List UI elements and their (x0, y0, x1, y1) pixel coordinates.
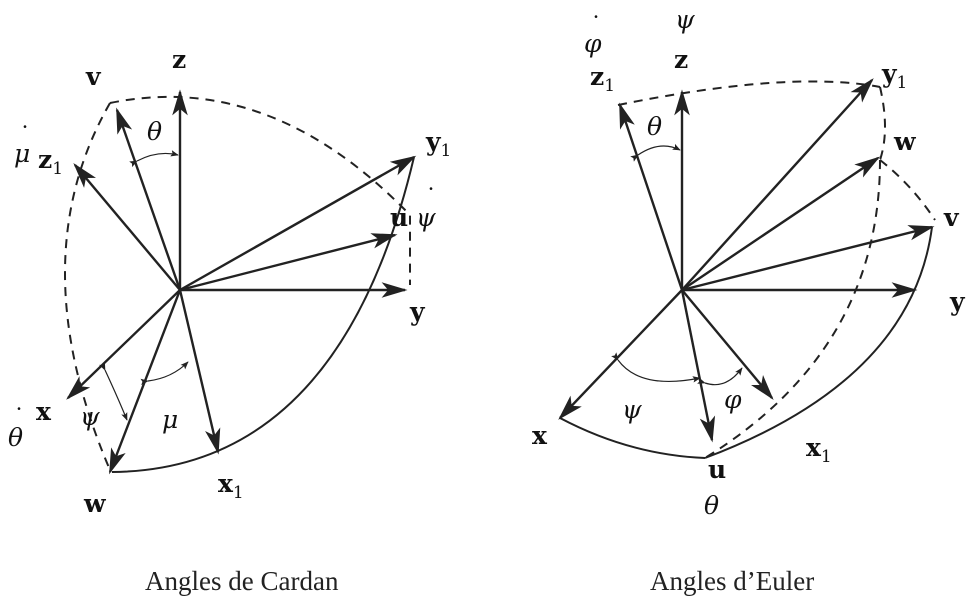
euler-phi-arc (697, 367, 743, 386)
euler-y1-w-dashed (879, 86, 886, 161)
cardan-theta-arc (129, 150, 179, 168)
euler-y1-vector (681, 78, 874, 291)
cardan-mu-label: μ (162, 405, 178, 434)
cardan-u-vector (179, 233, 398, 292)
euler-diagram: z z1 y1 w v y x u x1 θ ψ φ φ ˙ ψ ˙ θ ˙ A… (532, 0, 966, 596)
cardan-v-vector (115, 107, 182, 291)
euler-phi-dot-mark: ˙ (590, 12, 602, 40)
euler-psi-dot-label: ψ (675, 5, 695, 34)
cardan-psi-dot-label: ψ (416, 203, 436, 232)
euler-v-label: v (943, 203, 960, 232)
euler-w-v-dashed (879, 159, 936, 221)
cardan-z1-vector (73, 163, 181, 291)
cardan-psi-label: ψ (80, 402, 100, 431)
euler-psi-arc (611, 352, 701, 383)
euler-phi-dot-label: φ (584, 29, 602, 58)
euler-psi-label: ψ (622, 395, 642, 424)
cardan-y-label: y (409, 297, 426, 326)
cardan-bottom-arc (111, 156, 415, 473)
euler-y-label: y (949, 287, 966, 316)
euler-right-arc (704, 226, 933, 459)
cardan-mu-dot-label: μ (14, 139, 30, 168)
cardan-z-label: z (172, 45, 186, 74)
euler-y1-label: y1 (881, 59, 907, 93)
euler-z-label: z (674, 45, 688, 74)
euler-x-label: x (532, 421, 548, 450)
euler-x-vector (558, 289, 683, 420)
euler-phi-label: φ (724, 385, 742, 414)
cardan-theta-label: θ (147, 117, 162, 146)
cardan-y1-vector (179, 155, 417, 292)
euler-inner-dashed (704, 159, 881, 459)
euler-v-vector (681, 225, 935, 292)
cardan-z1-label: z1 (38, 145, 63, 179)
euler-x1-label: x1 (806, 433, 832, 467)
cardan-mu-arc (140, 361, 189, 386)
cardan-x-vector (66, 289, 181, 400)
cardan-left-arc (64, 102, 111, 471)
euler-w-vector (681, 156, 881, 291)
cardan-diagram: z v z1 y1 u y x w x1 θ ψ μ μ ˙ ψ ˙ θ ˙ A… (8, 45, 451, 596)
euler-theta-arc (630, 143, 681, 162)
cardan-u-label: u (390, 203, 408, 232)
euler-theta-dot-label: θ (704, 491, 719, 520)
cardan-mu-dot-mark: ˙ (19, 122, 31, 150)
cardan-psi-dot-mark: ˙ (425, 184, 437, 212)
euler-theta-dot-mark: ˙ (709, 472, 721, 500)
euler-psi-dot-mark: ˙ (683, 0, 695, 16)
euler-w-label: w (893, 127, 917, 156)
cardan-psi-arc (99, 362, 128, 421)
cardan-caption: Angles de Cardan (145, 566, 339, 596)
euler-theta-label: θ (647, 112, 662, 141)
cardan-theta-dot-mark: ˙ (13, 404, 25, 432)
cardan-w-label: w (83, 489, 107, 518)
cardan-y1-label: y1 (425, 127, 451, 161)
euler-z1-label: z1 (590, 62, 615, 96)
cardan-theta-dot-label: θ (8, 423, 23, 452)
euler-u-vector (680, 289, 716, 443)
cardan-v-label: v (85, 62, 102, 91)
cardan-x1-label: x1 (218, 469, 244, 503)
euler-x1-vector (681, 289, 774, 400)
euler-caption: Angles d’Euler (650, 566, 814, 596)
euler-u-label: u (708, 455, 726, 484)
euler-bottom-arc (559, 417, 706, 459)
euler-top-arc (617, 80, 881, 106)
cardan-x1-vector (178, 289, 221, 455)
cardan-x-label: x (36, 397, 52, 426)
euler-z1-vector (618, 102, 684, 291)
cardan-w-vector (108, 289, 182, 475)
